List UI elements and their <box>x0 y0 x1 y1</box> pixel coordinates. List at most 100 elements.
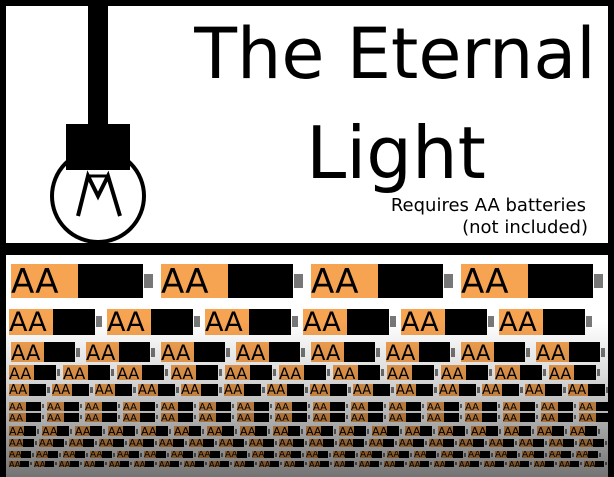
battery-terminal <box>268 429 270 434</box>
battery-terminal <box>280 462 282 465</box>
aa-battery: AA <box>578 438 605 448</box>
battery-label: AA <box>309 439 323 447</box>
aa-battery: AA <box>180 383 219 397</box>
aa-battery: AA <box>310 341 376 363</box>
aa-battery: AA <box>408 460 430 468</box>
battery-terminal <box>598 429 600 434</box>
battery-label: AA <box>405 426 420 436</box>
battery-label: AA <box>369 439 383 447</box>
battery-label: AA <box>9 426 24 436</box>
aa-battery: AA <box>278 364 327 381</box>
battery-label: AA <box>161 342 194 362</box>
aa-battery: AA <box>158 438 185 448</box>
battery-label: AA <box>499 309 543 335</box>
aa-battery: AA <box>535 341 601 363</box>
aa-battery: AA <box>248 438 275 448</box>
battery-terminal <box>433 429 435 434</box>
battery-label: AA <box>237 402 254 411</box>
battery-terminal <box>42 404 44 408</box>
aa-battery: AA <box>502 412 536 423</box>
battery-terminal <box>219 369 222 376</box>
aa-battery: AA <box>33 460 55 468</box>
battery-terminal <box>391 387 394 393</box>
battery-label: AA <box>429 439 443 447</box>
battery-label: AA <box>387 365 412 380</box>
battery-terminal <box>380 462 382 465</box>
battery-terminal <box>80 462 82 465</box>
battery-terminal <box>384 404 386 408</box>
battery-terminal <box>95 441 97 445</box>
aa-battery: AA <box>239 425 268 437</box>
aa-battery: AA <box>160 341 226 363</box>
aa-battery: AA <box>8 364 57 381</box>
battery-label: AA <box>224 384 244 396</box>
battery-label: AA <box>495 365 520 380</box>
battery-terminal <box>232 415 234 419</box>
aa-battery: AA <box>274 412 308 423</box>
battery-label: AA <box>84 461 95 467</box>
battery-terminal <box>125 441 127 445</box>
aa-battery: AA <box>10 341 76 363</box>
aa-battery: AA <box>309 383 348 397</box>
battery-label: AA <box>584 461 595 467</box>
aa-battery: AA <box>236 401 270 412</box>
aa-battery: AA <box>188 438 215 448</box>
battery-label: AA <box>579 413 596 422</box>
battery-terminal <box>37 429 39 434</box>
aa-battery: AA <box>388 412 422 423</box>
battery-terminal <box>86 453 88 457</box>
aa-battery: AA <box>89 450 113 459</box>
battery-label: AA <box>171 365 196 380</box>
battery-terminal <box>599 453 601 457</box>
battery-terminal <box>165 369 168 376</box>
battery-label: AA <box>117 451 129 458</box>
battery-terminal <box>305 462 307 465</box>
battery-label: AA <box>11 264 78 298</box>
aa-battery: AA <box>312 412 346 423</box>
aa-battery: AA <box>10 263 144 299</box>
aa-battery: AA <box>116 364 165 381</box>
battery-label: AA <box>199 413 216 422</box>
battery-terminal <box>305 441 307 445</box>
battery-label: AA <box>198 451 210 458</box>
battery-label: AA <box>279 451 291 458</box>
battery-label: AA <box>389 402 406 411</box>
battery-label: AA <box>34 461 45 467</box>
battery-label: AA <box>9 384 29 396</box>
battery-terminal <box>194 316 200 327</box>
aa-battery: AA <box>8 412 42 423</box>
battery-label: AA <box>181 384 201 396</box>
battery-label: AA <box>9 439 23 447</box>
aa-battery: AA <box>438 383 477 397</box>
battery-label: AA <box>384 461 395 467</box>
battery-terminal <box>395 441 397 445</box>
battery-label: AA <box>333 451 345 458</box>
battery-terminal <box>422 404 424 408</box>
aa-battery: AA <box>383 460 405 468</box>
battery-label: AA <box>396 384 416 396</box>
aa-battery: AA <box>312 401 346 412</box>
aa-battery: AA <box>84 412 118 423</box>
battery-terminal <box>381 369 384 376</box>
battery-terminal <box>451 348 455 357</box>
battery-terminal <box>248 453 250 457</box>
battery-label: AA <box>465 402 482 411</box>
battery-terminal <box>365 441 367 445</box>
battery-terminal <box>498 415 500 419</box>
battery-terminal <box>491 453 493 457</box>
battery-label: AA <box>275 402 292 411</box>
battery-terminal <box>156 415 158 419</box>
battery-label: AA <box>9 413 26 422</box>
aa-battery: AA <box>8 438 35 448</box>
aa-battery: AA <box>338 438 365 448</box>
aa-battery: AA <box>83 460 105 468</box>
battery-terminal <box>335 441 337 445</box>
aa-battery: AA <box>428 438 455 448</box>
aa-battery: AA <box>235 341 301 363</box>
battery-label: AA <box>225 365 250 380</box>
battery-label: AA <box>333 365 358 380</box>
battery-label: AA <box>141 426 156 436</box>
